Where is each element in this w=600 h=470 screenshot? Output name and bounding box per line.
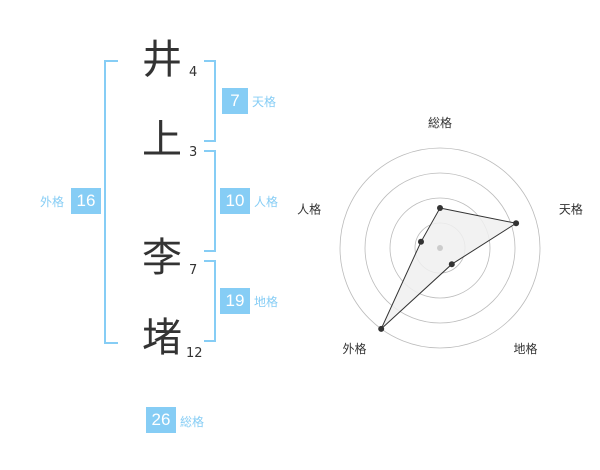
tenkaku-bracket [204,60,216,142]
tenkaku-value-badge: 7 [222,88,248,114]
gaikaku-value-badge: 16 [71,188,101,214]
radar-point-3 [448,261,455,268]
soukaku-value-badge: 26 [146,407,176,433]
stroke-count-1: 4 [189,65,198,80]
jinkaku-bracket [204,150,216,252]
stroke-count-4: 12 [186,346,203,361]
radar-axis-label: 外格 [342,341,366,356]
soukaku-label: 総格 [180,415,205,429]
gaikaku-bracket [104,60,118,344]
name-char-3: 李 [142,235,182,281]
stroke-count-2: 3 [189,145,198,160]
name-char-4: 堵 [142,315,182,361]
radar-axis-label: 地格 [514,341,538,356]
radar-series-area [380,207,518,330]
tenkaku-label: 天格 [252,95,277,109]
jinkaku-label: 人格 [254,195,279,209]
name-char-2: 上 [142,117,182,163]
chikaku-label: 地格 [254,295,279,309]
jinkaku-value-badge: 10 [220,188,250,214]
radar-grid-ring [364,172,516,324]
radar-point-4 [378,325,385,332]
chikaku-value-badge: 19 [220,288,250,314]
radar-grid-ring [339,147,541,349]
radar-axis-label: 人格 [297,201,321,216]
radar-point-5 [418,238,424,245]
radar-grid-ring [389,197,491,299]
radar-center-dot [437,245,443,251]
gaikaku-label: 外格 [40,195,65,209]
radar-axis-label: 総格 [428,115,452,130]
radar-point-1 [437,205,443,211]
stroke-count-3: 7 [189,263,198,278]
name-char-1: 井 [142,37,182,83]
radar-axis-label: 天格 [559,201,583,216]
chikaku-bracket [204,260,216,342]
radar-point-2 [513,220,520,227]
